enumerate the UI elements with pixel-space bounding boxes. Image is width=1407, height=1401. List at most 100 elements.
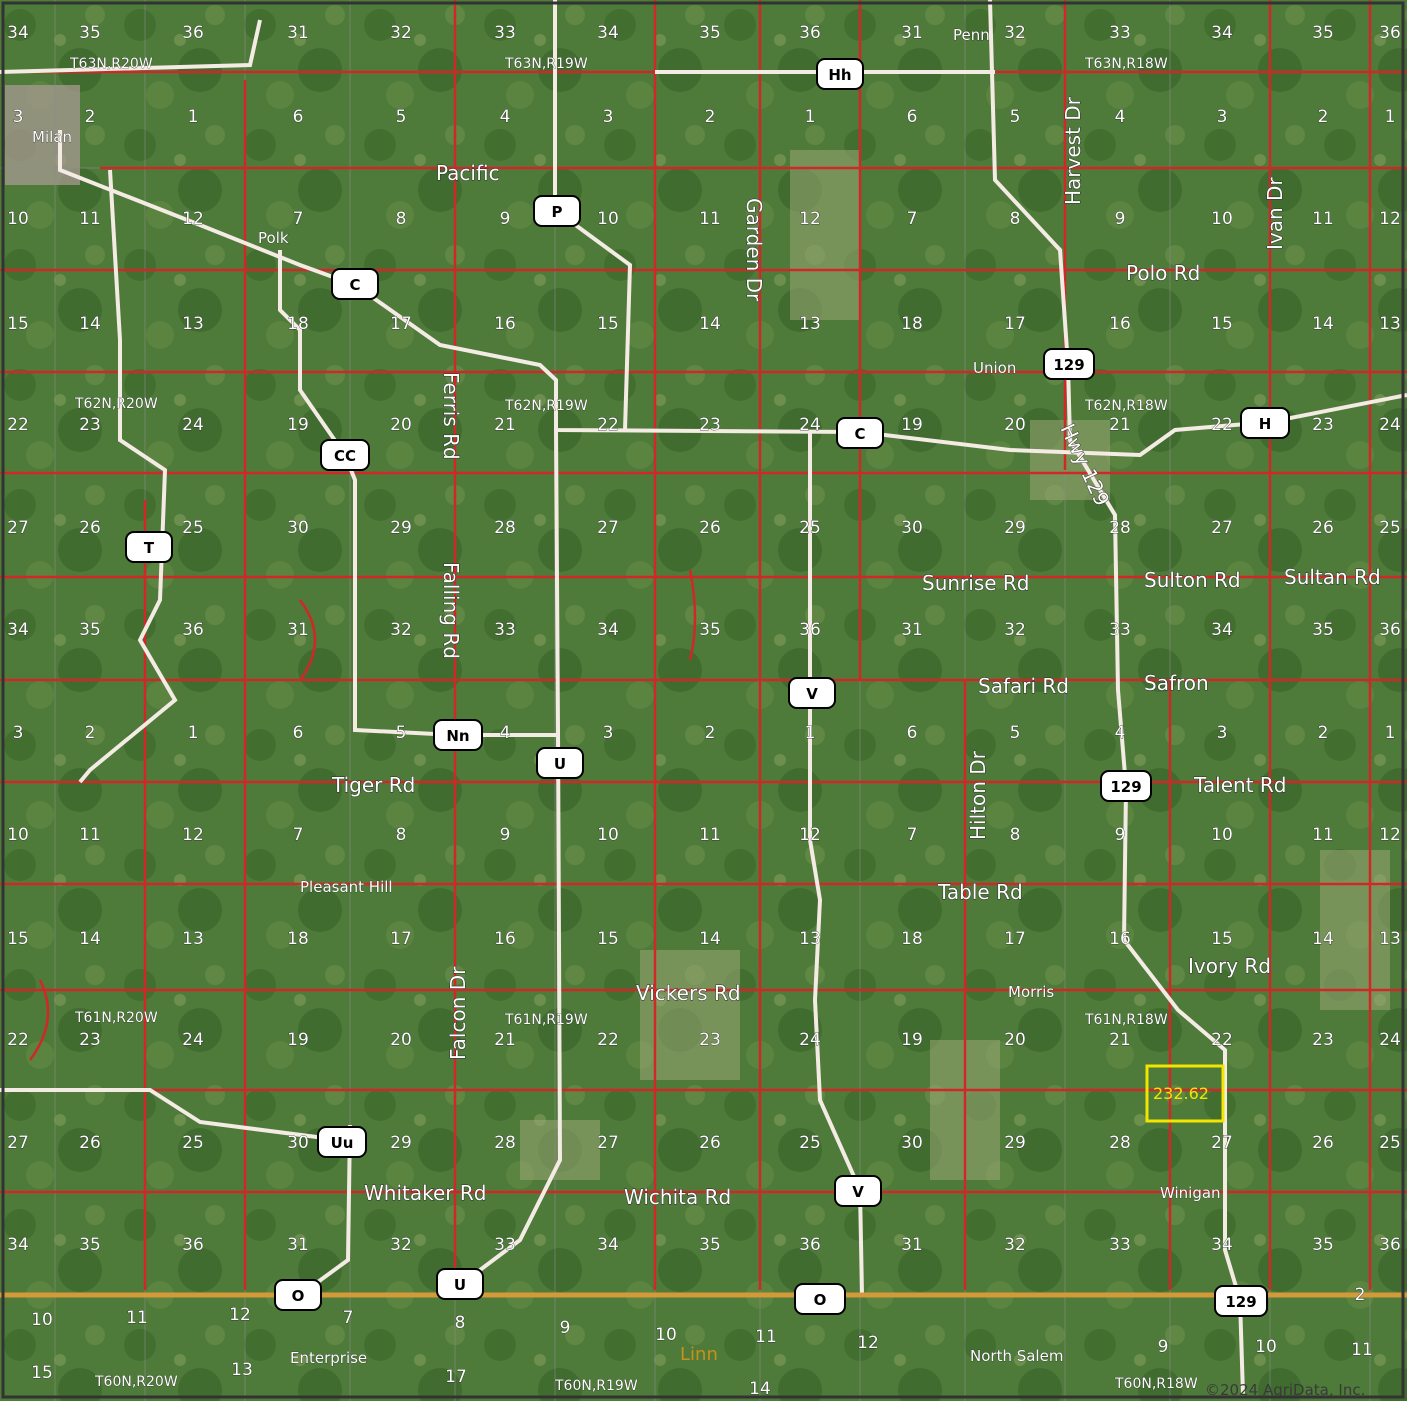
route-shield-o[interactable]: O: [274, 1279, 322, 1311]
road-label-ivory-rd: Ivory Rd: [1188, 954, 1271, 978]
subject-parcel-acres: 232.62: [1153, 1084, 1209, 1103]
section-number: 14: [79, 314, 101, 334]
section-number: 15: [7, 929, 29, 949]
section-number: 23: [699, 1030, 721, 1050]
section-number: 20: [1004, 1030, 1026, 1050]
section-number: 12: [857, 1333, 879, 1353]
subject-parcel-outline[interactable]: [1145, 1064, 1225, 1123]
section-number: 13: [1379, 314, 1401, 334]
section-number: 5: [396, 723, 407, 743]
route-shield-o[interactable]: O: [794, 1283, 846, 1315]
section-number: 19: [901, 1030, 923, 1050]
route-shield-v[interactable]: V: [788, 677, 836, 709]
section-number: 36: [1379, 620, 1401, 640]
route-shield-u[interactable]: U: [536, 747, 584, 779]
section-number: 16: [1109, 929, 1131, 949]
road-label-tiger-rd: Tiger Rd: [331, 773, 415, 797]
place-label-pacific: Pacific: [436, 161, 500, 185]
section-number: 13: [799, 314, 821, 334]
section-number: 13: [182, 314, 204, 334]
section-number: 1: [805, 107, 816, 127]
section-number: 36: [799, 23, 821, 43]
section-number: 33: [1109, 23, 1131, 43]
section-number: 22: [7, 415, 29, 435]
route-shield-uu[interactable]: Uu: [317, 1126, 367, 1158]
section-number: 14: [1312, 929, 1334, 949]
section-number: 9: [1115, 209, 1126, 229]
road-label-falling-rd: Falling Rd: [439, 562, 463, 659]
section-number: 30: [901, 1133, 923, 1153]
section-number: 31: [901, 23, 923, 43]
svg-text:U: U: [454, 1276, 466, 1294]
section-number: 8: [1010, 209, 1021, 229]
route-shield-p[interactable]: P: [533, 195, 581, 227]
section-number: 36: [1379, 23, 1401, 43]
section-number: 32: [390, 23, 412, 43]
section-number: 32: [390, 1235, 412, 1255]
road-label-falcon-dr: Falcon Dr: [446, 966, 470, 1060]
route-shield-129[interactable]: 129: [1043, 348, 1095, 380]
route-shield-129[interactable]: 129: [1214, 1285, 1268, 1317]
township-label: T62N,R18W: [1084, 398, 1168, 414]
place-label-winigan: Winigan: [1160, 1184, 1221, 1202]
section-number: 36: [799, 1235, 821, 1255]
section-number: 7: [343, 1308, 354, 1328]
section-number: 24: [182, 415, 204, 435]
section-number: 2: [1355, 1285, 1366, 1305]
section-number: 10: [1211, 209, 1233, 229]
road-label-wichita-rd: Wichita Rd: [624, 1185, 731, 1209]
section-number: 35: [699, 1235, 721, 1255]
section-number: 13: [231, 1360, 253, 1380]
route-shield-c[interactable]: C: [836, 417, 884, 449]
route-shield-hh[interactable]: Hh: [816, 58, 864, 90]
section-number: 32: [1004, 23, 1026, 43]
section-number: 11: [699, 825, 721, 845]
section-number: 25: [1379, 518, 1401, 538]
road-label-table-rd: Table Rd: [937, 880, 1023, 904]
route-shield-c[interactable]: C: [331, 268, 379, 300]
route-shield-v[interactable]: V: [834, 1175, 882, 1207]
township-label: T60N,R18W: [1114, 1376, 1198, 1392]
road-label-polo-rd: Polo Rd: [1126, 261, 1200, 285]
route-shield-u[interactable]: U: [436, 1268, 484, 1300]
section-number: 35: [699, 23, 721, 43]
section-number: 10: [655, 1325, 677, 1345]
section-number: 14: [699, 929, 721, 949]
section-number: 4: [500, 723, 511, 743]
svg-text:Hh: Hh: [828, 66, 851, 84]
section-number: 26: [79, 518, 101, 538]
route-shield-h[interactable]: H: [1240, 407, 1290, 439]
section-number: 27: [1211, 518, 1233, 538]
route-shield-nn[interactable]: Nn: [433, 719, 483, 751]
section-number: 17: [445, 1367, 467, 1387]
section-number: 26: [79, 1133, 101, 1153]
route-shield-t[interactable]: T: [125, 531, 173, 563]
section-number: 34: [1211, 23, 1233, 43]
section-number: 26: [699, 518, 721, 538]
section-number: 22: [597, 415, 619, 435]
svg-text:129: 129: [1225, 1293, 1256, 1311]
section-number: 12: [182, 209, 204, 229]
township-label: T63N,R18W: [1084, 56, 1168, 72]
route-shield-129[interactable]: 129: [1100, 770, 1152, 802]
township-label: T60N,R20W: [94, 1374, 178, 1390]
section-number: 25: [182, 518, 204, 538]
section-number: 36: [182, 1235, 204, 1255]
section-number: 19: [287, 415, 309, 435]
svg-text:P: P: [552, 203, 563, 221]
route-shield-cc[interactable]: CC: [320, 439, 370, 471]
section-number: 11: [699, 209, 721, 229]
section-number: 4: [1115, 107, 1126, 127]
section-number: 10: [597, 825, 619, 845]
section-number: 26: [1312, 518, 1334, 538]
section-number: 34: [7, 1235, 29, 1255]
section-number: 2: [1318, 723, 1329, 743]
section-number: 27: [597, 518, 619, 538]
section-number: 34: [7, 620, 29, 640]
section-number: 32: [1004, 1235, 1026, 1255]
section-number: 35: [1312, 1235, 1334, 1255]
section-number: 4: [1115, 723, 1126, 743]
section-number: 20: [390, 1030, 412, 1050]
